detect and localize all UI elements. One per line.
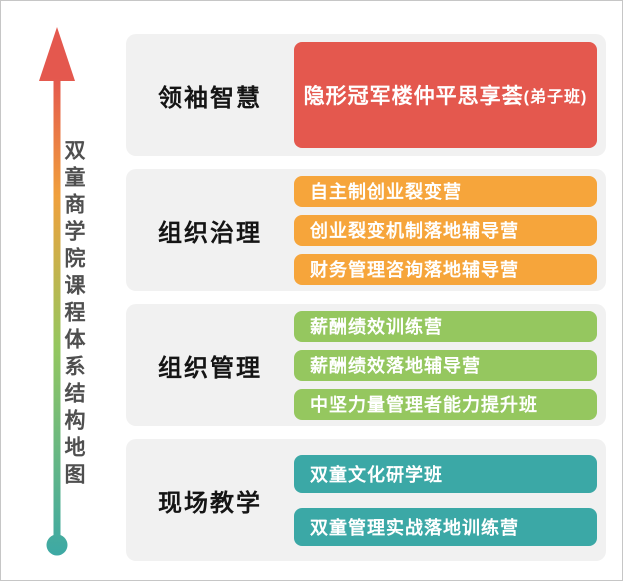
course-card: 创业裂变机制落地辅导营 <box>294 214 597 246</box>
course-card: 薪酬绩效落地辅导营 <box>294 349 597 381</box>
course-sections: 领袖智慧 隐形冠军楼仲平思享荟(弟子班) 组织治理 自主制创业裂变营 创业裂变机… <box>126 34 606 561</box>
course-card: 中坚力量管理者能力提升班 <box>294 388 597 420</box>
course-card: 财务管理咨询落地辅导营 <box>294 253 597 285</box>
course-card-list: 隐形冠军楼仲平思享荟(弟子班) <box>294 34 606 156</box>
course-card: 薪酬绩效训练营 <box>294 310 597 342</box>
section-org-management: 组织管理 薪酬绩效训练营 薪酬绩效落地辅导营 中坚力量管理者能力提升班 <box>126 304 606 426</box>
up-arrow-icon <box>39 27 75 556</box>
course-card: 隐形冠军楼仲平思享荟(弟子班) <box>294 42 597 148</box>
section-leader-wisdom: 领袖智慧 隐形冠军楼仲平思享荟(弟子班) <box>126 34 606 156</box>
section-label: 领袖智慧 <box>158 84 262 112</box>
course-card: 双童文化研学班 <box>294 454 597 493</box>
page-title: 双童商学院课程体系结构地图 <box>62 139 85 490</box>
section-label: 组织治理 <box>158 219 262 247</box>
course-title-suffix: (弟子班) <box>523 89 588 106</box>
course-title: 隐形冠军楼仲平思享荟 <box>303 85 524 108</box>
course-card-list: 双童文化研学班 双童管理实战落地训练营 <box>294 439 606 561</box>
course-card-list: 自主制创业裂变营 创业裂变机制落地辅导营 财务管理咨询落地辅导营 <box>294 169 606 291</box>
course-card: 双童管理实战落地训练营 <box>294 507 597 546</box>
course-card-list: 薪酬绩效训练营 薪酬绩效落地辅导营 中坚力量管理者能力提升班 <box>294 304 606 426</box>
section-label: 现场教学 <box>158 489 262 517</box>
section-label: 组织管理 <box>158 354 262 382</box>
section-org-governance: 组织治理 自主制创业裂变营 创业裂变机制落地辅导营 财务管理咨询落地辅导营 <box>126 169 606 291</box>
course-card: 自主制创业裂变营 <box>294 175 597 207</box>
section-field-teaching: 现场教学 双童文化研学班 双童管理实战落地训练营 <box>126 439 606 561</box>
